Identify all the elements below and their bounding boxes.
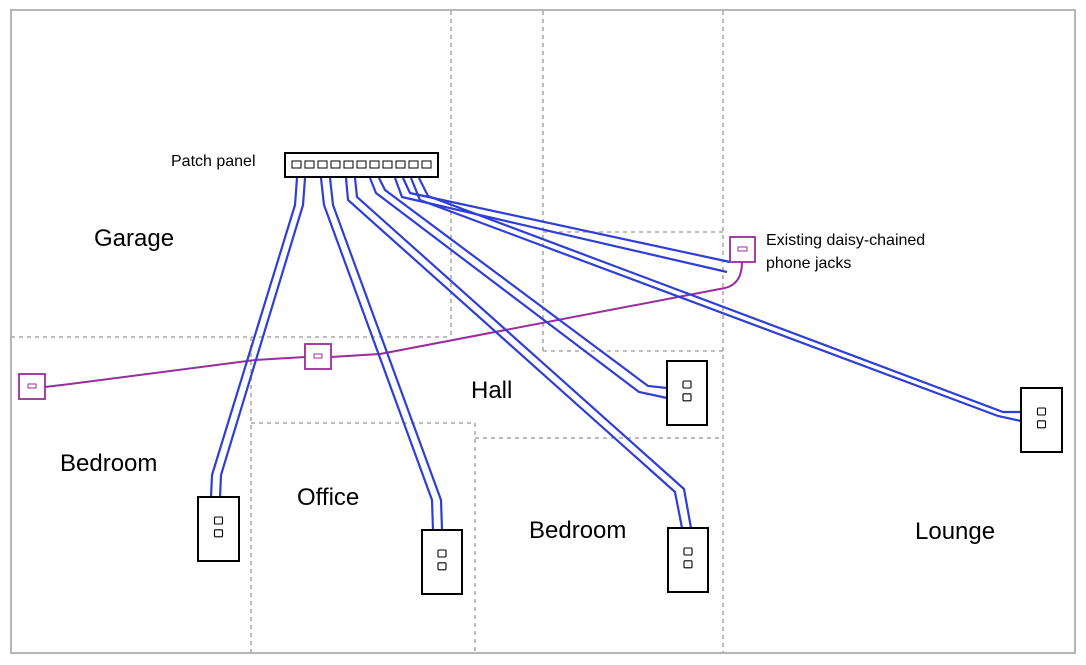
phone-line (44, 261, 743, 388)
patch-panel-port (330, 160, 341, 169)
patch-panel-port (304, 160, 315, 169)
wall-outlet-lounge (1020, 387, 1063, 453)
wall-outlet-bedroom-center (667, 527, 709, 593)
outlet-network-jack (437, 562, 447, 571)
outlet-faceplate (666, 360, 708, 426)
outlet-faceplate (421, 529, 463, 595)
cable-office-a (319, 177, 435, 531)
room-label-bedroom-left: Bedroom (60, 450, 157, 477)
patch-panel-port (369, 160, 380, 169)
phone-jack-middle (304, 343, 332, 370)
room-label-hall: Hall (471, 377, 512, 404)
outlet-faceplate (197, 496, 240, 562)
cable-lounge-a (409, 177, 1022, 423)
patch-panel-port (382, 160, 393, 169)
outlet-network-jack (213, 516, 224, 525)
outlet-faceplate (667, 527, 709, 593)
cable-bedroom-left-b (218, 177, 307, 498)
outlet-faceplate (1020, 387, 1063, 453)
cable-lounge-b (418, 177, 1021, 414)
outlet-network-jack (1036, 407, 1047, 416)
patch-panel-port (291, 160, 302, 169)
patch-panel-port (395, 160, 406, 169)
cable-phone-jack-b (402, 177, 731, 264)
patch-panel-port (356, 160, 367, 169)
room-label-lounge: Lounge (915, 518, 995, 545)
phone-jack-left (18, 373, 46, 400)
room-label-garage: Garage (94, 225, 174, 252)
network-cables (209, 177, 1022, 531)
outlet-network-jack (1036, 420, 1047, 429)
floor-plan-outline (10, 9, 1076, 654)
patch-panel-port (317, 160, 328, 169)
existing-jacks-label-line2: phone jacks (766, 255, 851, 272)
cable-bedroom-center-b (353, 177, 693, 529)
patch-panel (284, 152, 439, 178)
cable-bedroom-left-a (209, 177, 299, 498)
wall-outlet-bedroom-left (197, 496, 240, 562)
outlet-network-jack (682, 380, 692, 389)
wall-outlet-hall (666, 360, 708, 426)
cable-phone-jack-a (393, 177, 728, 274)
outlet-network-jack (437, 549, 447, 558)
patch-panel-port (408, 160, 419, 169)
cable-office-b (328, 177, 444, 531)
cable-hall-a (368, 177, 668, 400)
existing-jacks-label-line1: Existing daisy-chained (766, 232, 925, 249)
phone-jack-right (729, 236, 756, 263)
phone-line-segment-right (330, 261, 743, 358)
cable-hall-b (378, 177, 668, 390)
patch-panel-label: Patch panel (171, 153, 256, 170)
outlet-network-jack (683, 560, 693, 569)
outlet-network-jack (213, 529, 224, 538)
outlet-network-jack (682, 393, 692, 402)
patch-panel-port (421, 160, 432, 169)
cable-bedroom-center-a (344, 177, 684, 529)
room-label-bedroom-center: Bedroom (529, 517, 626, 544)
room-boundaries (11, 11, 724, 652)
wall-outlet-office (421, 529, 463, 595)
phone-line-segment-left (44, 356, 306, 388)
outlet-network-jack (683, 547, 693, 556)
patch-panel-port (343, 160, 354, 169)
room-label-office: Office (297, 484, 359, 511)
